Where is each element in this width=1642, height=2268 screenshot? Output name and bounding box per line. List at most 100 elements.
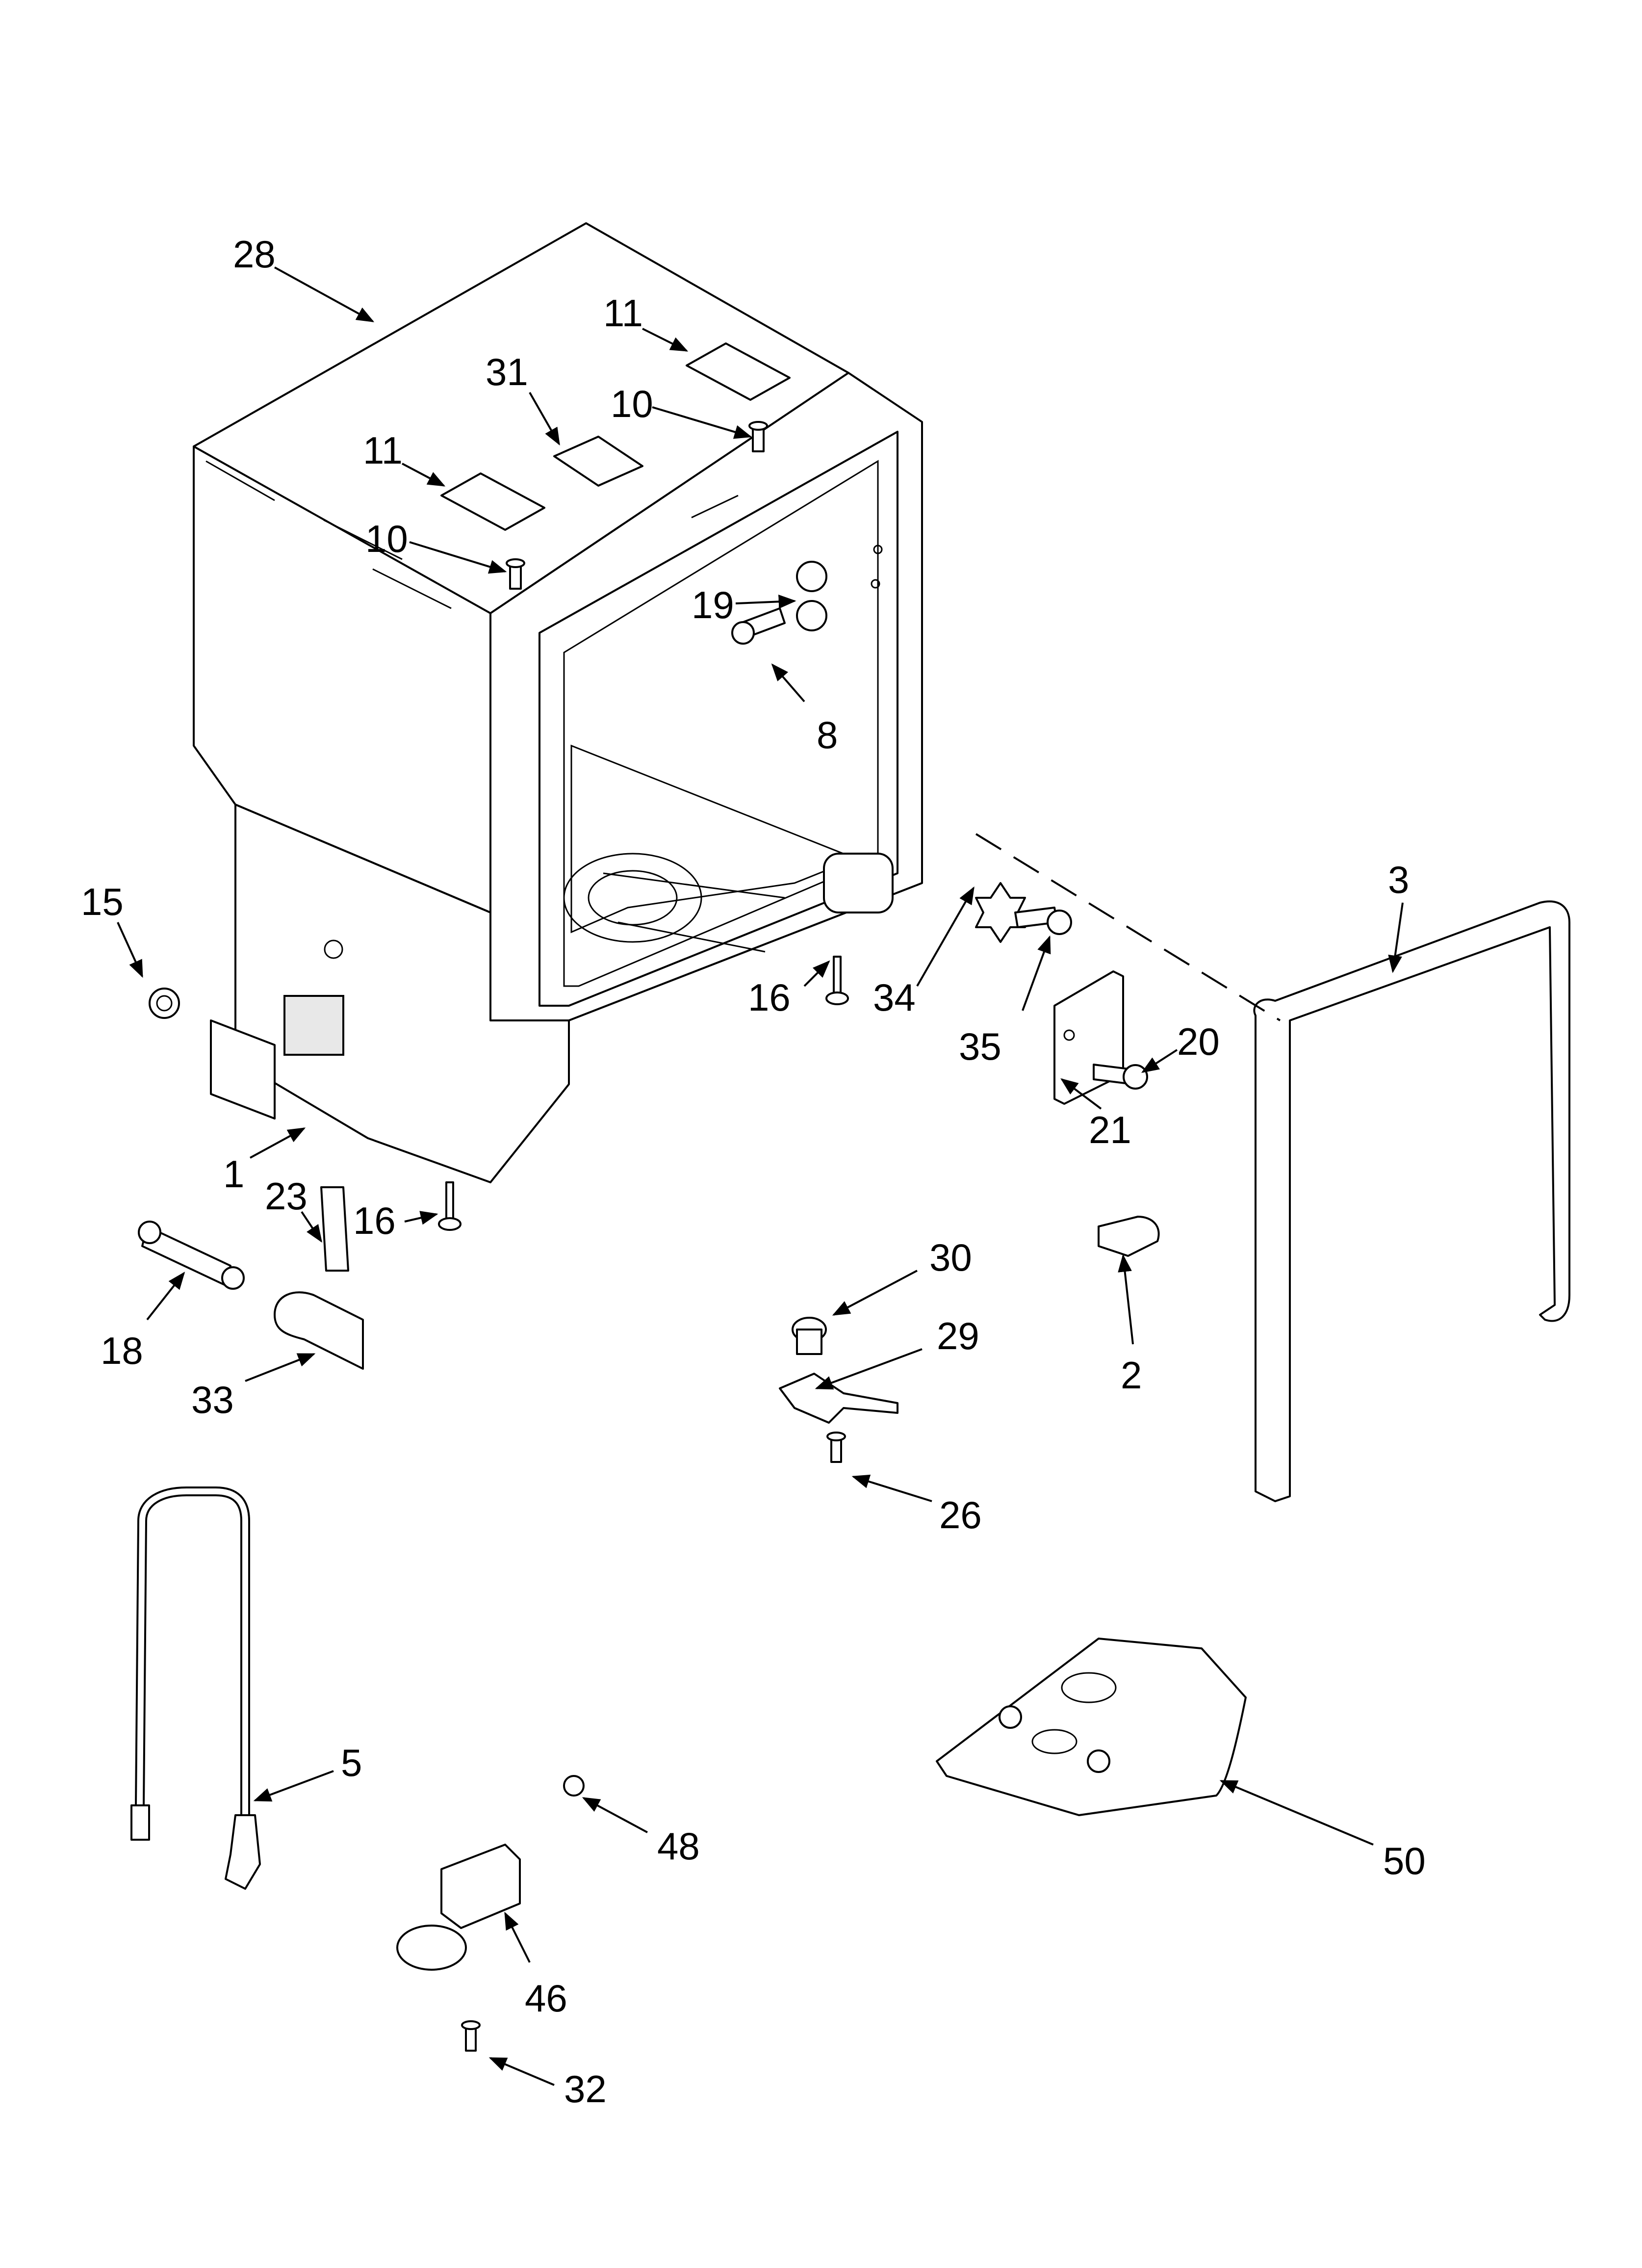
tub-assembly [193, 222, 923, 1183]
screw-32 [461, 2020, 481, 2052]
leveling-leg-16-upper [825, 956, 849, 1005]
leader-10a [652, 406, 752, 439]
tub-inner-gasket-line [563, 460, 879, 987]
leader-21 [1060, 1078, 1102, 1110]
hardware-bag-clamp-a [1061, 1672, 1117, 1703]
screw-10-lower-head [506, 558, 525, 568]
leader-48 [582, 1797, 648, 1833]
leader-50 [1219, 1780, 1374, 1846]
callout-48: 48 [657, 1825, 700, 1868]
gasket-guide-line [975, 833, 1281, 1021]
spray-arm-line-2 [617, 921, 766, 953]
leader-5 [253, 1770, 334, 1802]
spring-clip-48 [563, 1775, 585, 1797]
spring-18-end-b [221, 1266, 245, 1290]
callout-3: 3 [1388, 858, 1409, 901]
callout-32: 32 [564, 2067, 607, 2111]
cable-5-terminal-b [225, 1814, 261, 1890]
leader-26 [851, 1474, 932, 1502]
screw-26 [826, 1432, 846, 1463]
leader-16b [404, 1211, 438, 1225]
tub-side-hole [324, 939, 343, 959]
connector-46 [396, 1844, 521, 1971]
screw-35 [1014, 907, 1072, 935]
star-nut-34 [975, 882, 1026, 943]
callout-21: 21 [1089, 1108, 1131, 1151]
tub-base [234, 804, 570, 1183]
callout-labels: 28 11 31 10 11 10 19 8 3 15 16 34 20 35 … [81, 233, 1426, 2111]
callout-34: 34 [873, 976, 916, 1019]
clip-2 [1098, 1216, 1160, 1257]
plug-15 [149, 988, 180, 1019]
screw-20-head [1123, 1064, 1148, 1090]
leader-1 [250, 1127, 306, 1159]
callout-2: 2 [1121, 1354, 1142, 1397]
callout-26: 26 [939, 1493, 982, 1537]
tub-top-line-3 [372, 568, 452, 609]
leader-2 [1118, 1254, 1134, 1345]
leader-11a [642, 328, 689, 352]
leader-lines [117, 266, 1404, 2086]
thermostat-30-body [796, 1329, 822, 1355]
callout-19: 19 [692, 583, 734, 626]
screw-20 [1093, 1064, 1148, 1090]
leg-16-lower-foot [438, 1217, 462, 1231]
callout-35: 35 [959, 1025, 1001, 1068]
cable-5-outline [135, 1486, 250, 1815]
roller-hole-b [871, 579, 880, 589]
thermostat-30 [792, 1317, 827, 1355]
spring-18-end-a [138, 1221, 161, 1244]
hardware-bag-50-outline [936, 1638, 1247, 1816]
strip-23 [320, 1186, 349, 1272]
roller-19-b [796, 600, 827, 631]
callout-23: 23 [265, 1174, 308, 1218]
leg-16-upper-foot [825, 991, 849, 1005]
callout-28: 28 [233, 233, 276, 276]
leader-32 [488, 2057, 555, 2086]
tub-base-bracket [210, 1019, 276, 1120]
callout-11b: 11 [363, 429, 403, 472]
hinge-bracket-upper [686, 342, 791, 401]
roller-19-a [796, 561, 827, 592]
callout-1: 1 [223, 1152, 244, 1196]
callout-16a: 16 [748, 976, 791, 1019]
leader-16a [803, 960, 830, 987]
spring-18 [138, 1221, 245, 1290]
door-rollers-19 [796, 545, 883, 631]
clip-31 [553, 436, 643, 487]
leader-23 [301, 1211, 322, 1243]
callout-46: 46 [525, 1977, 567, 2020]
screw-10-upper-head [748, 421, 768, 431]
tub-front-foot [823, 853, 894, 913]
callout-11a: 11 [603, 291, 643, 335]
screw-35-head [1047, 910, 1072, 935]
callout-10a: 10 [611, 382, 653, 425]
cable-5-fill [137, 1488, 248, 1815]
callout-15: 15 [81, 880, 124, 923]
callout-5: 5 [341, 1741, 362, 1784]
screw-8-head [731, 621, 755, 645]
leader-20 [1141, 1049, 1178, 1073]
bracket-21-hole [1063, 1029, 1075, 1041]
tub-top-line-1 [205, 460, 275, 501]
callout-33: 33 [191, 1378, 234, 1421]
hardware-bag-screw-a [999, 1705, 1022, 1729]
screw-10-upper [748, 421, 768, 452]
leader-46 [504, 1911, 531, 1963]
leader-35 [1022, 935, 1051, 1011]
screw-32-head [461, 2020, 481, 2030]
leader-19 [735, 594, 796, 609]
plug-15-inner [156, 995, 173, 1012]
callout-29: 29 [937, 1314, 979, 1357]
spray-arm-base [563, 853, 702, 943]
tub-top-slot [691, 495, 739, 519]
leader-33 [245, 1353, 316, 1382]
callout-18: 18 [101, 1329, 143, 1372]
leader-30 [832, 1270, 918, 1316]
leader-15 [117, 922, 143, 978]
callout-10b: 10 [365, 517, 408, 560]
cable-5-terminal-a [130, 1804, 150, 1841]
screw-26-head [826, 1432, 846, 1441]
callout-8: 8 [817, 713, 838, 756]
